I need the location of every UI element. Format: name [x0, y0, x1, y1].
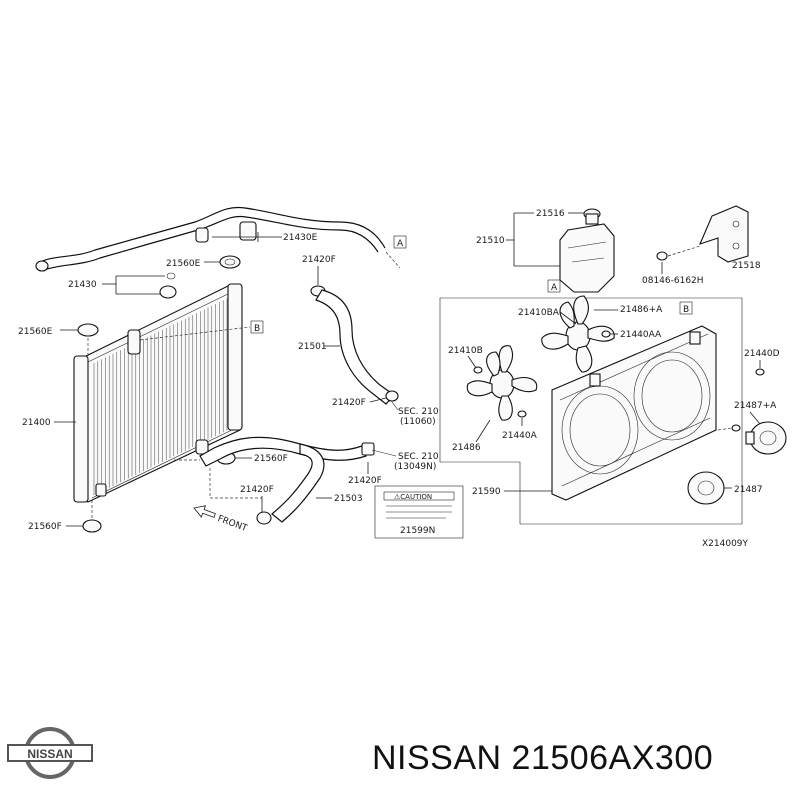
label-21400: 21400	[22, 418, 51, 428]
label-21560f-mid: 21560F	[254, 454, 288, 464]
part-number-title: NISSAN 21506AX300	[372, 739, 714, 777]
label-21518: 21518	[732, 261, 761, 271]
radiator-21400	[73, 283, 243, 503]
label-21560e-left: 21560E	[18, 327, 53, 337]
label-21599n: 21599N	[400, 526, 435, 536]
fan-blade-21486	[466, 345, 538, 421]
label-21590: 21590	[472, 487, 501, 497]
label-21560e-top: 21560E	[166, 259, 201, 269]
label-21430e: 21430E	[283, 233, 318, 243]
label-21510: 21510	[476, 236, 505, 246]
label-caution: ⚠CAUTION	[394, 493, 432, 501]
fan-motor-21487	[687, 471, 725, 505]
ref-b-right: B	[683, 305, 689, 315]
fan-motor-21487a	[745, 421, 787, 455]
ref-a-right: A	[551, 283, 558, 293]
label-21420f-bot: 21420F	[240, 485, 274, 495]
logo-lettering: NISSAN	[27, 747, 72, 761]
label-21410b: 21410B	[448, 346, 483, 356]
fan-blade-21486a	[541, 295, 615, 373]
label-front: FRONT	[216, 514, 249, 534]
label-21420f-mid: 21420F	[332, 398, 366, 408]
label-21487: 21487	[734, 485, 763, 495]
reservoir-tank-21510	[559, 208, 615, 293]
fan-shroud-21590	[551, 325, 717, 501]
label-21440aa: 21440AA	[620, 330, 662, 340]
label-21420f-top: 21420F	[302, 255, 336, 265]
label-21486a: 21486+A	[620, 305, 663, 315]
label-21560f-bot: 21560F	[28, 522, 62, 532]
ref-b-left: B	[254, 324, 260, 334]
label-sec210-b-ref: (13049N)	[394, 462, 436, 472]
label-21430: 21430	[68, 280, 97, 290]
label-21487a: 21487+A	[734, 401, 777, 411]
label-21501: 21501	[298, 342, 327, 352]
label-sec210-a: SEC. 210	[398, 407, 439, 417]
label-sec210-a-ref: (11060)	[400, 417, 436, 427]
ref-a-upper: A	[397, 239, 404, 249]
nissan-logo: NISSAN	[7, 727, 93, 779]
drawing-code: X214009Y	[702, 539, 749, 549]
label-21410ba: 21410BA	[518, 308, 560, 318]
overflow-hose	[35, 206, 386, 272]
label-21420f-low: 21420F	[348, 476, 382, 486]
label-21486: 21486	[452, 443, 481, 453]
front-arrow: FRONT	[193, 505, 249, 534]
label-sec210-b: SEC. 210	[398, 452, 439, 462]
caution-label-21599n: ⚠CAUTION 21599N	[374, 485, 464, 539]
label-21503: 21503	[334, 494, 363, 504]
label-21440d: 21440D	[744, 349, 780, 359]
label-21440a: 21440A	[502, 431, 538, 441]
label-08146: 08146-6162H	[642, 276, 704, 286]
bracket-21518	[699, 205, 749, 263]
label-21516: 21516	[536, 209, 565, 219]
